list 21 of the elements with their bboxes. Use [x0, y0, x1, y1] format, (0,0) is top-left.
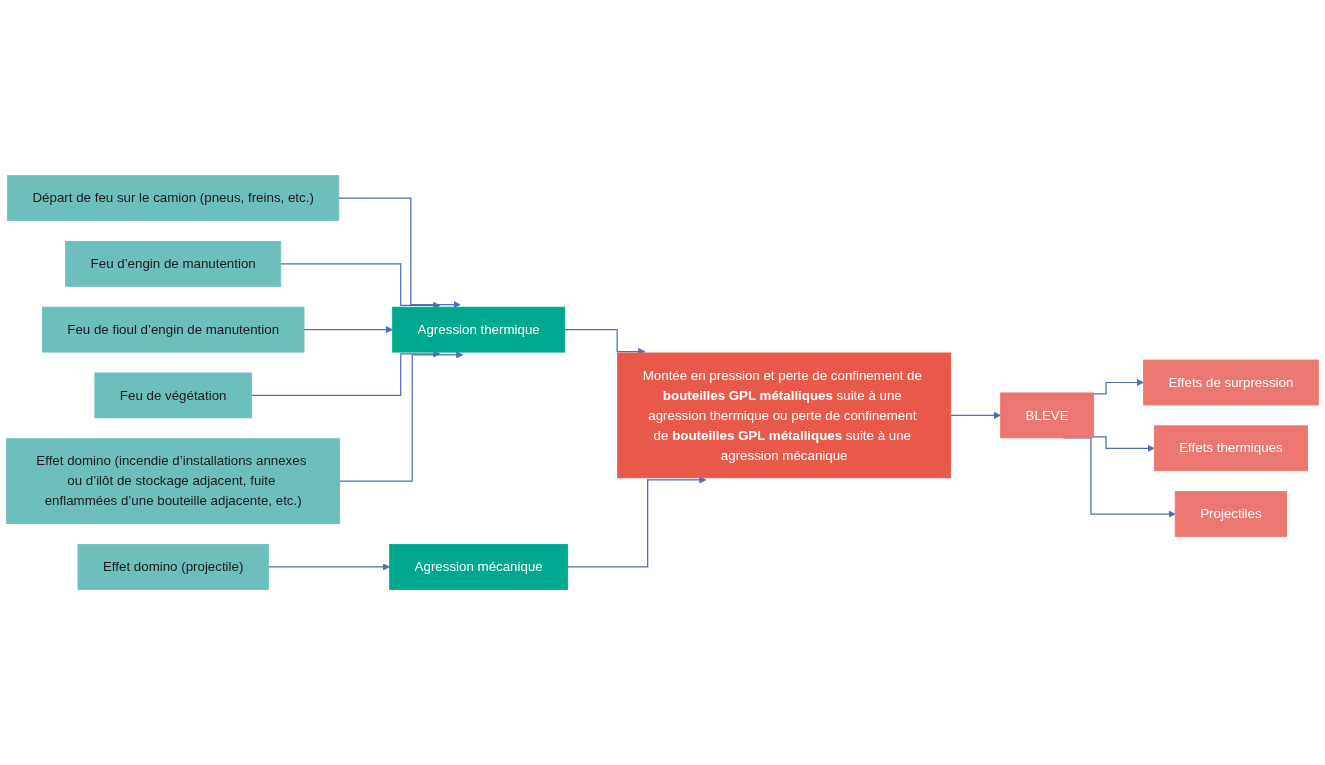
node-box: Montée en pression et perte de confinement de bouteilles GPL métalliques suite à une agression thermique ou perte de confinement de bouteilles GPL métalliques suite à une agression mécanique: [617, 352, 952, 479]
arrow: [950, 411, 1001, 420]
node-box: Projectiles: [1174, 491, 1288, 537]
node-box: Effets thermiques: [1153, 425, 1308, 472]
arrow: [338, 197, 461, 309]
arrow: [567, 476, 707, 568]
arrow: [267, 563, 390, 571]
node-box: BLEVE: [1000, 392, 1094, 439]
node-box: Agression mécanique: [389, 544, 569, 590]
node-box: Effet domino (projectile): [77, 544, 269, 590]
node-box: Effet domino (incendie d’installations annexes ou d’ilôt de stockage adjacent, fuite enflammées d’une bouteille adjacente, etc.): [6, 438, 341, 525]
arrow: [339, 351, 464, 482]
node-box: Départ de feu sur le camion (pneus, freins, etc.): [7, 175, 340, 221]
arrow: [1092, 378, 1144, 395]
node-box: Feu de végétation: [94, 372, 252, 419]
node-box: Agression thermique: [392, 306, 566, 353]
arrow: [303, 325, 393, 334]
node-box: Effets de surpression: [1143, 359, 1319, 406]
arrow: [1092, 436, 1155, 452]
node-box: Feu de fioul d’engin de manutention: [41, 306, 305, 353]
node-box: Feu d’engin de manutention: [65, 240, 282, 287]
